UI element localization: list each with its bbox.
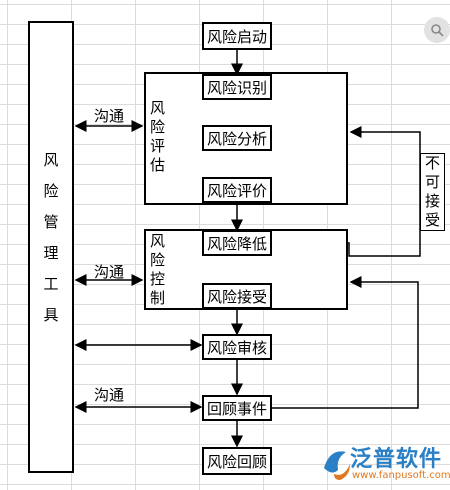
step-risk-accept[interactable]: 风险接受 [202,283,272,309]
step-recall-event[interactable]: 回顾事件 [202,395,272,421]
unacceptable-char: 不 [424,154,440,172]
risk-management-tool-label: 风 险 管 理 工 具 [28,145,74,331]
unacceptable-box [420,153,445,231]
tool-char: 工 [43,275,59,293]
step-risk-reduce[interactable]: 风险降低 [202,230,272,256]
close-icon[interactable] [424,17,450,43]
unacceptable-char: 接 [424,192,440,210]
step-risk-start[interactable]: 风险启动 [202,22,272,50]
step-risk-analyze[interactable]: 风险分析 [202,125,272,151]
fanpu-logo-icon [324,451,350,480]
control-char: 制 [150,289,166,307]
unacceptable-char: 可 [424,173,440,191]
communication-label: 沟通 [94,386,125,404]
control-char: 风 [150,232,166,250]
communication-label: 沟通 [94,263,125,281]
control-char: 控 [150,270,166,288]
risk-management-tool-box [28,21,74,473]
logo-text: 泛普软件 [350,447,443,472]
unacceptable-label: 不 可 接 受 [420,154,445,230]
tool-char: 险 [43,182,59,200]
step-risk-evaluate[interactable]: 风险评价 [202,177,272,203]
assessment-char: 险 [150,118,166,136]
logo-url: www.fanpusoft.com [352,470,450,481]
assessment-char: 评 [150,137,166,155]
tool-char: 理 [43,244,59,262]
step-risk-identify[interactable]: 风险识别 [202,74,272,100]
tool-char: 风 [43,151,59,169]
control-char: 险 [150,251,166,269]
risk-assessment-label: 风 险 评 估 [150,99,165,175]
communication-label: 沟通 [94,107,125,125]
assessment-char: 估 [150,156,166,174]
step-risk-review[interactable]: 风险审核 [202,334,272,360]
tool-char: 管 [43,213,59,231]
tool-char: 具 [43,306,59,324]
assessment-char: 风 [150,99,166,117]
risk-control-label: 风 险 控 制 [150,232,165,308]
step-risk-recall[interactable]: 风险回顾 [202,447,272,475]
unacceptable-char: 受 [424,211,440,229]
